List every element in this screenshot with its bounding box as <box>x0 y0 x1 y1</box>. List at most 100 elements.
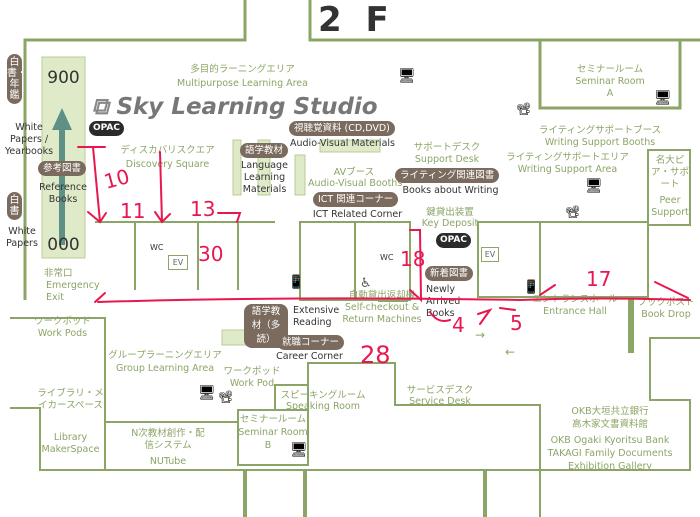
peer-support-jp: 名大ピア・サポート <box>650 155 689 190</box>
av-booths-en: Audio-Visual Booths <box>308 178 403 189</box>
peer-support-en: Peer Support <box>651 195 689 218</box>
opac-terminal[interactable]: OPAC <box>89 121 124 136</box>
okb-en-2: TAKAGI Family Documents <box>547 448 673 459</box>
makerspace-jp-text: ライブラリ・メイカースペース <box>37 388 104 411</box>
accessible-toilet-icon: ♿ <box>360 276 372 291</box>
okb-jp-1: OKB大垣共立銀行 <box>571 406 649 417</box>
annotation-5: 5 <box>510 311 523 335</box>
reference-label: Reference Books <box>39 182 87 205</box>
elevator-label-2: EV <box>481 247 499 262</box>
self-checkout-en: Self-checkout & Return Machines <box>342 302 422 325</box>
av-materials-label: Audio-Visual Materials <box>290 138 395 149</box>
entrance-hall-jp: エントランスホール <box>532 294 618 305</box>
entrance-arrow-icon: → <box>475 328 486 342</box>
writing-area-jp: ライティングサポートエリア <box>506 152 629 163</box>
computer-icon: 🖥 <box>654 90 672 106</box>
support-desk-en: Support Desk <box>414 154 480 165</box>
career-corner-pill: 就職コーナー <box>277 335 345 350</box>
seminar-room-a-jp: セミナールーム <box>576 64 644 75</box>
book-drop-en: Book Drop <box>641 309 691 320</box>
writing-books-pill: ライティング関連図書 <box>395 168 500 183</box>
makerspace-en-text: Library MakerSpace <box>41 432 100 455</box>
speaking-room-jp: スピーキングルーム <box>280 390 366 401</box>
ict-corner-pill: ICT 関連コーナー <box>313 192 399 207</box>
wc-label: WC <box>150 243 164 252</box>
career-corner-label: Career Corner <box>276 351 343 362</box>
projector-icon: 📽 <box>565 205 581 219</box>
okb-en-3: Exhibition Gallery <box>567 461 652 472</box>
projector-icon: 📽 <box>218 390 234 404</box>
work-pods-jp: ワークポッド <box>33 316 91 327</box>
seminar-room-b-en: Seminar Room <box>238 427 308 438</box>
shelf-top-number: 900 <box>47 68 80 88</box>
phone-icon: 📱 <box>523 280 540 295</box>
elevator-label: EV <box>168 255 188 270</box>
yearbooks-pill: 白書・年鑑 <box>7 54 27 104</box>
work-pods-en: Work Pods <box>37 328 88 339</box>
annotation-17: 17 <box>586 267 612 291</box>
seminar-room-b-jp: セミナールーム <box>239 414 307 425</box>
shelf-bottom-number: 000 <box>47 235 80 255</box>
yearbooks-label: White Papers / Yearbooks <box>4 122 54 157</box>
logo-mark-icon: ⧉ <box>92 94 117 120</box>
computer-icon: 🖥 <box>198 385 216 401</box>
makerspace-en: Library MakerSpace <box>28 432 113 456</box>
av-materials-pill: 視聴覚資料 (CD,DVD) <box>289 121 395 136</box>
support-desk-jp: サポートデスク <box>413 142 481 153</box>
writing-books-label: Books about Writing <box>402 185 499 196</box>
exit-arrow-icon: ← <box>505 345 516 359</box>
key-deposit-jp: 鍵貸出装置 <box>426 207 474 218</box>
writing-booths-jp: ライティングサポートブース <box>538 125 662 136</box>
language-materials-pill: 語学教材 <box>240 143 289 158</box>
new-books-pill: 新着図書 <box>425 266 474 281</box>
multipurpose-area-jp: 多目的ラーニングエリア <box>190 64 295 75</box>
group-learning-en: Group Learning Area <box>115 363 215 374</box>
ict-corner-label: ICT Related Corner <box>312 209 403 220</box>
floor-title: 2 F <box>318 0 395 40</box>
reference-pill: 参考図書 <box>38 161 87 176</box>
av-booths-jp: AVブース <box>333 167 375 178</box>
writing-area-en: Writing Support Area <box>517 164 618 175</box>
service-desk-jp: サービスデスク <box>406 385 474 396</box>
annotation-4: 4 <box>452 313 465 337</box>
discovery-square-jp: ディスカバリスクエア <box>120 145 215 156</box>
nutube-en: NUTube <box>149 456 187 467</box>
writing-booths-en: Writing Support Booths <box>544 137 656 148</box>
computer-icon: 🖥 <box>290 442 308 458</box>
book-drop-jp: ブックポスト <box>637 297 695 308</box>
okb-en-1: OKB Ogaki Kyoritsu Bank <box>550 435 670 446</box>
annotation-13: 13 <box>190 197 216 221</box>
emergency-exit-jp: 非常口 <box>44 268 73 279</box>
work-pod-en: Work Pod <box>229 378 275 389</box>
entrance-hall-en: Entrance Hall <box>543 306 607 317</box>
computer-icon: 🖥 <box>398 68 416 84</box>
seminar-room-a-letter: A <box>606 88 614 99</box>
computer-icon: 🖥 <box>585 178 603 194</box>
key-deposit-en: Key Deposit <box>421 218 479 229</box>
seminar-room-a-en: Seminar Room <box>575 76 645 87</box>
language-materials-label: Language Learning Materials <box>241 160 288 195</box>
logo-text: Sky Learning Studio <box>116 94 378 120</box>
self-checkout-jp: 自動貸出返却機 <box>348 290 416 301</box>
service-desk-en: Service Desk <box>409 396 471 407</box>
makerspace-jp: ライブラリ・メイカースペース <box>28 388 113 412</box>
annotation-28: 28 <box>360 341 391 369</box>
emergency-exit-en: Emergency Exit <box>46 280 100 303</box>
phone-icon: 📱 <box>288 275 305 290</box>
annotation-11: 11 <box>120 199 146 223</box>
annotation-30: 30 <box>198 242 224 266</box>
sky-learning-studio-logo: ⧉ Sky Learning Studio <box>92 95 378 119</box>
seminar-room-b-letter: B <box>264 440 272 451</box>
work-pod-jp: ワークポッド <box>223 366 281 377</box>
discovery-square-en: Discovery Square <box>125 159 210 170</box>
wc-label-2: WC <box>380 253 394 262</box>
okb-jp-2: 高木家文書資料館 <box>571 419 648 430</box>
nutube-jp: N次教材創作・配信システム <box>131 428 205 451</box>
annotation-18: 18 <box>400 247 426 271</box>
extensive-reading-label: Extensive Reading <box>293 305 340 328</box>
speaking-room-en: Speaking Room <box>286 401 360 412</box>
whitepapers-label: White Papers <box>6 226 38 249</box>
group-learning-jp: グループラーニングエリア <box>108 350 222 361</box>
opac-terminal-2[interactable]: OPAC <box>436 233 471 248</box>
